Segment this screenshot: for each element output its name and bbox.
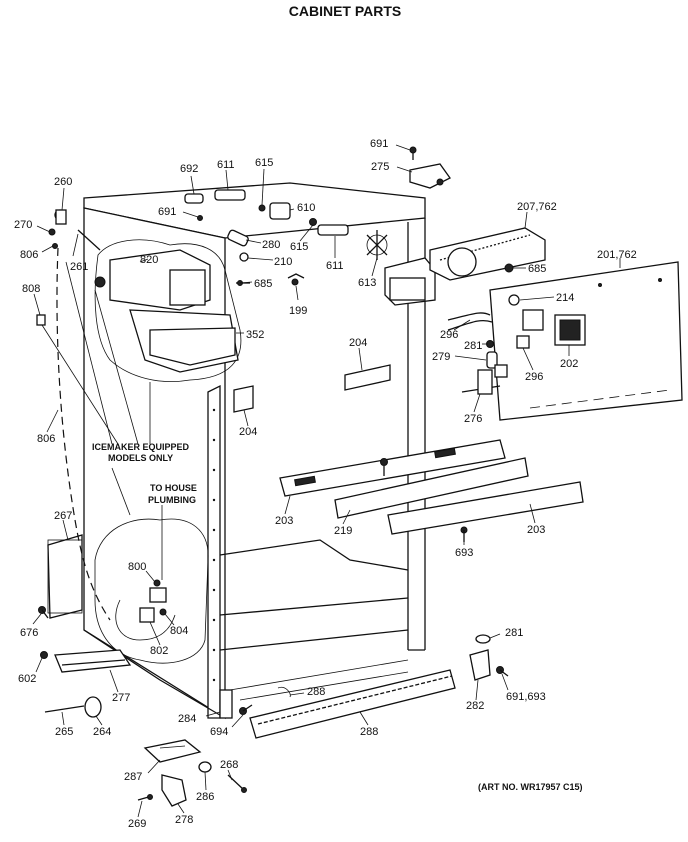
label-352: 352	[246, 329, 264, 341]
label-204-left: 204	[239, 426, 257, 438]
valve-parts	[36, 209, 101, 326]
label-288-bottom: 288	[360, 726, 378, 738]
label-278: 278	[175, 814, 193, 826]
label-282: 282	[466, 700, 484, 712]
label-203-left: 203	[275, 515, 293, 527]
label-267: 267	[54, 510, 72, 522]
label-281-top: 281	[464, 340, 482, 352]
plumbing-note-line1: TO HOUSE	[150, 483, 197, 493]
label-692: 692	[180, 163, 198, 175]
fan-motor-housing	[384, 227, 546, 306]
label-288-top: 288	[307, 686, 325, 698]
label-219: 219	[334, 525, 352, 537]
label-802: 802	[150, 645, 168, 657]
label-268: 268	[220, 759, 238, 771]
label-296-b: 296	[525, 371, 543, 383]
screw-694	[239, 704, 253, 715]
wiring-parts	[447, 312, 508, 395]
label-694: 694	[210, 726, 228, 738]
panel-267	[47, 534, 83, 619]
icemaker-note-line2: MODELS ONLY	[108, 453, 173, 463]
label-615-top: 615	[255, 157, 273, 169]
leader-lines	[32, 144, 621, 818]
label-611-top: 611	[217, 159, 235, 171]
bracket-204-right	[344, 364, 391, 391]
label-820: 820	[140, 254, 158, 266]
label-691-693: 691,693	[506, 691, 546, 703]
label-207-762: 207,762	[517, 201, 557, 213]
label-685-mid: 685	[254, 278, 272, 290]
label-296-a: 296	[440, 329, 458, 341]
art-number: (ART NO. WR17957 C15)	[478, 782, 583, 792]
label-280: 280	[262, 239, 280, 251]
label-210: 210	[274, 256, 292, 268]
label-284: 284	[178, 713, 196, 725]
icemaker-unit	[94, 249, 239, 373]
label-286: 286	[196, 791, 214, 803]
callout-labels: 691 275 692 611 615 260 270 691 610 207,…	[14, 138, 637, 830]
label-806-bottom: 806	[37, 433, 55, 445]
bracket-277	[40, 649, 132, 673]
label-202: 202	[560, 358, 578, 370]
label-691-mid: 691	[158, 206, 176, 218]
lower-hinge-parts	[137, 739, 247, 807]
bracket-204-left	[233, 385, 254, 413]
label-279: 279	[432, 351, 450, 363]
shelf-rails	[279, 439, 584, 535]
label-275: 275	[371, 161, 389, 173]
label-691-top: 691	[370, 138, 388, 150]
rail-holes	[212, 408, 216, 682]
label-203-right: 203	[527, 524, 545, 536]
label-613: 613	[358, 277, 376, 289]
icemaker-outline	[94, 239, 242, 382]
label-685-right: 685	[528, 263, 546, 275]
label-265: 265	[55, 726, 73, 738]
grille-288	[249, 669, 456, 739]
label-269: 269	[128, 818, 146, 830]
label-602: 602	[18, 673, 36, 685]
label-287: 287	[124, 771, 142, 783]
water-tube-806	[56, 247, 111, 621]
screw-676	[38, 606, 49, 619]
label-610: 610	[297, 202, 315, 214]
fan-assembly	[366, 230, 388, 260]
label-199: 199	[289, 305, 307, 317]
label-281-bottom: 281	[505, 627, 523, 639]
roller-parts	[44, 696, 102, 718]
diagram-title: CABINET PARTS	[289, 3, 402, 19]
label-676: 676	[20, 627, 38, 639]
label-260: 260	[54, 176, 72, 188]
icemaker-note-line1: ICEMAKER EQUIPPED	[92, 442, 190, 452]
label-276: 276	[464, 413, 482, 425]
label-615-mid: 615	[290, 241, 308, 253]
label-806-top: 806	[20, 249, 38, 261]
plumbing-outline	[94, 518, 209, 664]
top-hardware	[184, 146, 451, 286]
label-204-right: 204	[349, 337, 367, 349]
label-800: 800	[128, 561, 146, 573]
label-693: 693	[455, 547, 473, 559]
plumbing-note-line2: PLUMBING	[148, 495, 196, 505]
label-261: 261	[70, 261, 88, 273]
label-808: 808	[22, 283, 40, 295]
label-270: 270	[14, 219, 32, 231]
notes: ICEMAKER EQUIPPED MODELS ONLY TO HOUSE P…	[92, 442, 583, 792]
label-611-mid: 611	[326, 260, 344, 272]
label-804: 804	[170, 625, 188, 637]
label-214: 214	[556, 292, 574, 304]
label-277: 277	[112, 692, 130, 704]
label-201-762: 201,762	[597, 249, 637, 261]
control-panel	[489, 261, 683, 421]
plumbing-parts	[115, 579, 176, 641]
screw-693	[460, 526, 468, 542]
hinge-parts-bottom	[469, 634, 509, 681]
label-264: 264	[93, 726, 111, 738]
